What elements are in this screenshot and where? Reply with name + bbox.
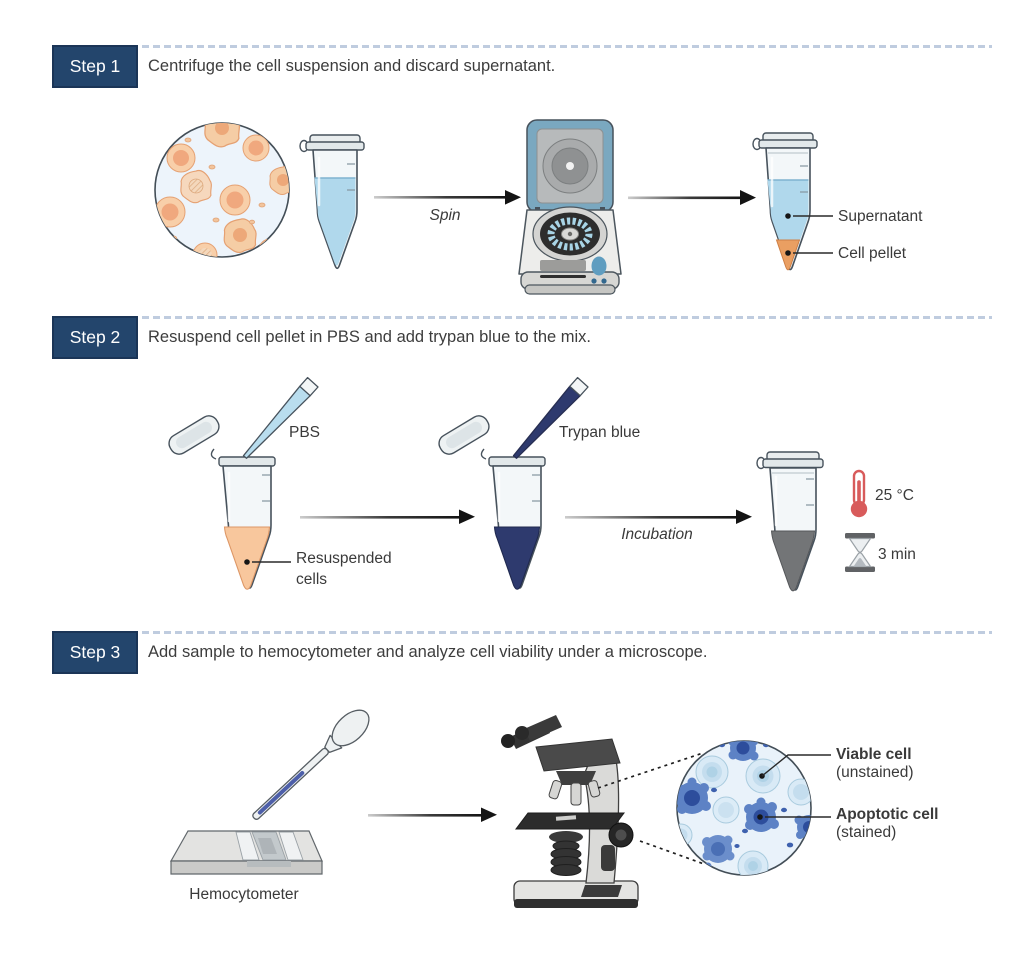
magnified-cell-suspension-icon [154, 122, 290, 258]
trypan-pipette-tip-icon [512, 376, 589, 459]
incubation-arrow-label: Incubation [621, 526, 693, 543]
resuspended-cells-callout-line [244, 559, 291, 565]
cell-pellet-label: Cell pellet [838, 245, 907, 262]
step-2-illustration [168, 376, 875, 592]
closed-microtube-gray-icon [756, 451, 824, 592]
microtube-cell-suspension-icon [299, 134, 365, 270]
stained-debris [683, 742, 808, 857]
step-1-badge: Step 1 [52, 45, 138, 88]
transfer-pipette-icon [252, 709, 370, 820]
step-3-badge-label: Step 3 [69, 642, 121, 662]
duration-label: 3 min [878, 546, 916, 563]
microscope-icon [501, 715, 639, 908]
centrifuge-icon [518, 119, 622, 295]
apoptotic-cell-title: Apoptotic cell [836, 806, 939, 823]
step-2-description: Resuspend cell pellet in PBS and add try… [148, 328, 592, 346]
hemocytometer-label: Hemocytometer [189, 886, 299, 903]
add-trypan-arrow [300, 509, 475, 524]
step-3-description: Add sample to hemocytometer and analyze … [148, 643, 708, 661]
hemocytometer-icon [169, 830, 323, 875]
microtube-supernatant-pellet-icon [752, 132, 833, 271]
divider-step2 [142, 316, 992, 319]
step-1-illustration [154, 119, 833, 295]
magnified-stained-cells-icon [676, 740, 831, 876]
microscope-connector-lines [597, 752, 705, 865]
step-1-badge-label: Step 1 [69, 56, 121, 76]
trypan-blue-label: Trypan blue [559, 424, 641, 441]
spin-arrow [374, 190, 521, 205]
step-3-illustration [169, 709, 831, 908]
viable-cell-title: Viable cell [836, 746, 912, 763]
apoptotic-cell-callout-line [757, 814, 831, 820]
temperature-label: 25 °C [875, 487, 914, 504]
hourglass-icon [845, 533, 875, 572]
incubation-arrow [565, 509, 752, 524]
step-2-badge-label: Step 2 [69, 327, 121, 347]
viable-cell-callout-line [759, 754, 831, 779]
apoptotic-cell-subtitle: (stained) [836, 824, 897, 841]
spin-arrow-label: Spin [429, 207, 461, 224]
divider-step3 [142, 631, 992, 634]
supernatant-callout-line [785, 213, 833, 219]
viable-cell-subtitle: (unstained) [836, 764, 914, 781]
centrifuge-output-arrow [628, 190, 756, 205]
thermometer-icon [850, 469, 868, 518]
pbs-label: PBS [289, 424, 321, 441]
pbs-pipette-tip-icon [242, 376, 319, 459]
step-2-badge: Step 2 [52, 316, 138, 359]
cell-pellet-callout-line [785, 250, 833, 256]
step-1-description: Centrifuge the cell suspension and disca… [148, 57, 556, 75]
to-microscope-arrow [368, 807, 497, 822]
supernatant-label: Supernatant [838, 208, 923, 225]
open-microtube-trypan-icon [438, 376, 589, 590]
divider-step1 [142, 45, 992, 48]
step-3-badge: Step 3 [52, 631, 138, 674]
open-microtube-orange-icon [168, 376, 319, 590]
resuspended-cells-label: Resuspended cells [296, 550, 392, 588]
apoptotic-cells [677, 741, 811, 875]
